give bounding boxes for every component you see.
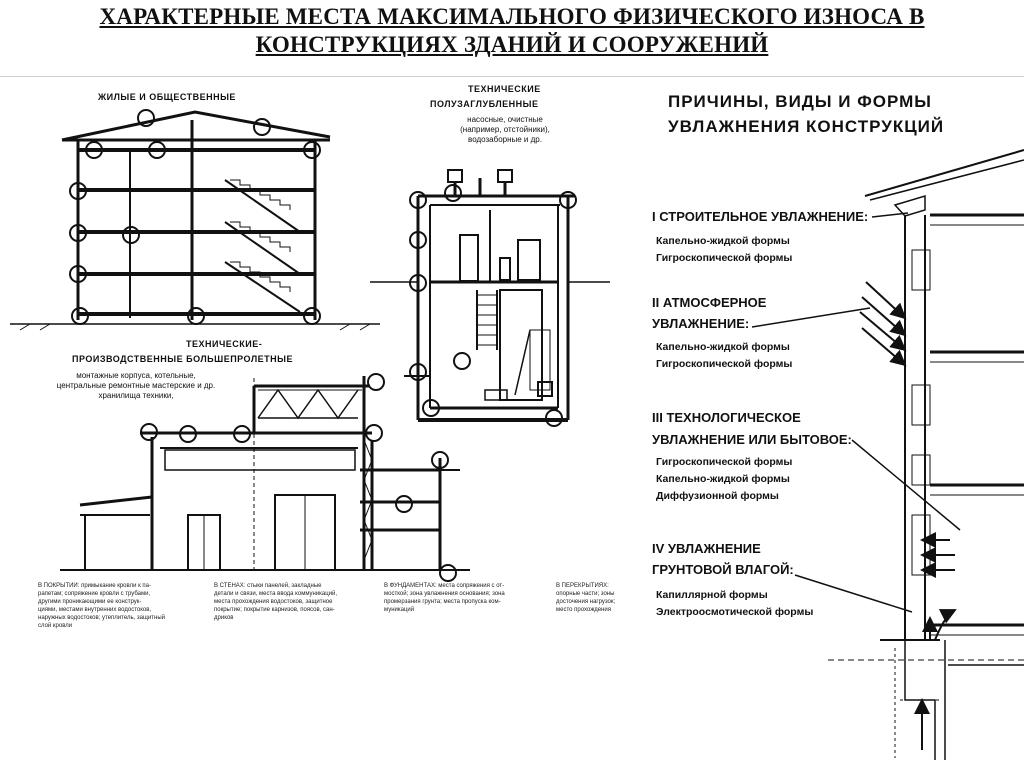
category-technological-line-2: УВЛАЖНЕНИЕ ИЛИ БЫТОВОЕ: [652,432,852,447]
category-construction-item: Гигроскопической формы [656,252,793,264]
residential-building-section [10,109,380,331]
moisture-title-line-1: ПРИЧИНЫ, ВИДЫ И ФОРМЫ [668,92,932,111]
note-foundations: В ФУНДАМЕНТАХ: места сопряжения с от- мо… [384,583,505,613]
technical-label-line-1: ТЕХНИЧЕСКИЕ [468,84,541,94]
industrial-label-line-1: ТЕХНИЧЕСКИЕ- [186,339,263,349]
industrial-description: монтажные корпуса, котельные, центральны… [56,371,216,400]
moisture-arrows [859,281,957,750]
category-technological-item: Капельно-жидкой формы [656,473,790,485]
industrial-wide-span-section [60,373,470,582]
category-construction: I СТРОИТЕЛЬНОЕ УВЛАЖНЕНИЕ: [652,209,869,224]
category-technological-item: Гигроскопической формы [656,456,793,468]
technical-label-line-2: ПОЛУЗАГЛУБЛЕННЫЕ [430,99,539,109]
category-atmospheric-line-2: УВЛАЖНЕНИЕ: [652,316,750,331]
page-title-line-1: ХАРАКТЕРНЫЕ МЕСТА МАКСИМАЛЬНОГО ФИЗИЧЕСК… [99,4,925,29]
technical-description: насосные, очистные (например, отстойники… [460,115,550,144]
residential-label: ЖИЛЫЕ И ОБЩЕСТВЕННЫЕ [98,92,236,102]
industrial-label-line-2: ПРОИЗВОДСТВЕННЫЕ БОЛЬШЕПРОЛЕТНЫЕ [72,354,293,364]
page-title-line-2: КОНСТРУКЦИЯХ ЗДАНИЙ И СООРУЖЕНИЙ [255,32,769,57]
note-floors: В ПЕРЕКРЫТИЯХ: опорные части; зоны досто… [556,583,616,613]
category-technological-item: Диффузионной формы [656,490,779,502]
category-atmospheric-line-1: II АТМОСФЕРНОЕ [652,295,767,310]
category-ground-item: Капиллярной формы [656,589,768,601]
category-construction-item: Капельно-жидкой формы [656,235,790,247]
title-divider [0,76,1024,77]
category-atmospheric-item: Капельно-жидкой формы [656,341,790,353]
category-atmospheric-item: Гигроскопической формы [656,358,793,370]
technical-semi-buried-section [370,169,610,427]
category-technological-line-1: III ТЕХНОЛОГИЧЕСКОЕ [652,410,801,425]
note-roof: В ПОКРЫТИИ: примыкание кровли к па- рапе… [38,583,166,629]
category-ground-line-2: ГРУНТОВОЙ ВЛАГОЙ: [652,562,794,577]
moisture-wall-section [828,149,1024,760]
leader-lines [751,212,961,613]
category-ground-item: Электроосмотической формы [656,606,814,618]
category-ground-line-1: IV УВЛАЖНЕНИЕ [652,541,761,556]
note-walls: В СТЕНАХ: стыки панелей, закладные детал… [214,583,338,621]
moisture-title-line-2: УВЛАЖНЕНИЯ КОНСТРУКЦИЙ [668,117,945,136]
